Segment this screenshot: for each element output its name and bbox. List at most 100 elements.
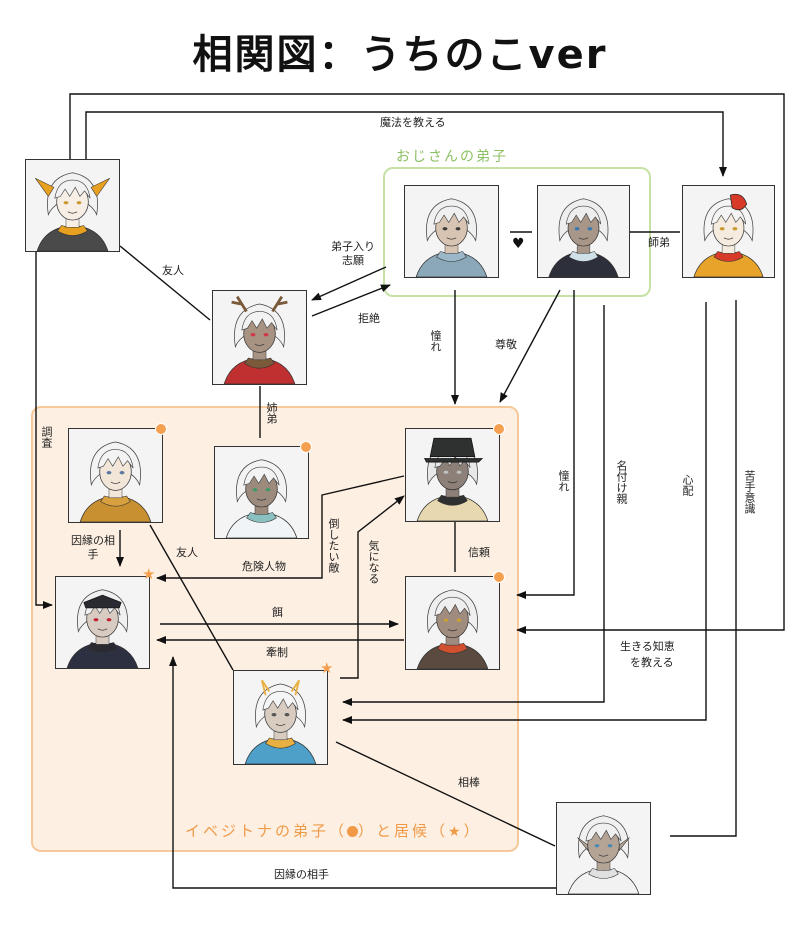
portrait-art [26,160,119,251]
portrait-eye-right [119,471,125,475]
label-aibou: 相棒 [458,776,480,789]
portrait-crown[interactable] [55,576,150,669]
portrait-ears [577,837,630,852]
portrait-closed[interactable] [233,670,328,765]
portrait-mouth [578,237,589,240]
portrait-mouth [447,629,458,632]
wire-yuujin-mid [149,524,234,671]
portrait-eye-left [443,470,449,474]
label-shitei-right: 師弟 [648,236,670,249]
label-akogare-1: 憧れ [429,330,442,352]
portrait-eye-left [443,618,449,622]
label-kininaru: 気になる [367,540,380,584]
label-shinrai: 信頼 [468,546,490,559]
portrait-mouth [110,481,121,484]
portrait-eye-right [456,618,462,622]
label-shitei-mid: 姉弟 [265,402,278,424]
label-kiken: 危険人物 [242,560,286,573]
label-chousa: 調査 [40,426,53,448]
portrait-eye-right [607,844,613,848]
wire-taoshitai [156,475,405,582]
wire-aibou [335,741,556,847]
portrait-eye-right [76,201,82,205]
portrait-ponytail[interactable] [214,446,309,539]
portrait-art [683,186,774,277]
portrait-mouth [446,237,457,240]
portrait-eye-left [442,227,448,231]
group-deshi-label-suffix: ） [463,822,482,840]
label-shinpai: 心配 [681,474,694,496]
portrait-mouth [275,723,286,726]
group-ojisan-label: おじさんの弟子 [396,149,508,165]
label-innen-1: 因縁の相手 [71,534,115,561]
portrait-bird[interactable] [25,159,120,252]
group-deshi-label: イベジトナの弟子（）と居候（★） [185,820,482,841]
badge-circle-icon [300,441,312,453]
portrait-bangs [97,449,134,469]
portrait-bangs [54,179,91,199]
portrait-longhair[interactable] [68,428,163,523]
wire-nazuke [342,305,605,706]
portrait-eye-right [284,713,290,717]
label-sonkei: 尊敬 [495,338,517,351]
label-innen-2: 因縁の相手 [274,868,329,881]
group-deshi-label-prefix: イベジトナの弟子（ [185,822,348,840]
portrait-eye-right [587,227,593,231]
portrait-elf[interactable] [556,802,651,895]
portrait-art [56,577,149,668]
badge-star-icon: ★ [448,824,464,840]
portrait-eye-left [106,471,112,475]
label-kensei: 牽制 [266,646,288,659]
label-mahou: 魔法を教える [380,116,446,129]
portrait-ojisan-b[interactable] [537,185,630,278]
label-yuujin-mid: 友人 [176,546,198,559]
portrait-bangs [433,205,470,225]
portrait-art [406,577,499,669]
wire-yuujin-top [119,245,211,321]
portrait-bangs [241,311,278,331]
portrait-eye-left [252,488,258,492]
wire-nigate [670,300,737,837]
badge-circle-icon [493,571,505,583]
portrait-eye-left [574,227,580,231]
wire-mahou-inner [85,111,727,177]
portrait-ojisan-a[interactable] [404,185,499,278]
portrait-eye-left [93,618,99,622]
portrait-eye-right [265,488,271,492]
portrait-mask[interactable] [682,185,775,278]
portrait-hat[interactable] [405,428,500,522]
portrait-mouth [723,237,734,240]
portrait-art [215,447,308,538]
portrait-mouth [67,211,78,214]
wire-chousa [35,252,53,609]
portrait-crown [83,594,122,609]
label-kyozetsu: 拒絶 [358,312,380,325]
portrait-bangs [262,691,299,711]
portrait-eye-right [455,227,461,231]
badge-circle-icon [347,826,359,837]
label-nazuke: 名付け親 [615,460,628,504]
portrait-eye-right [732,227,738,231]
portrait-bangs [434,596,471,617]
portrait-art [69,429,162,522]
portrait-art [405,186,498,277]
label-akogare-2: 憧れ [557,470,570,492]
portrait-ears [35,177,110,197]
label-shigan: 弟子入り志願 [331,240,375,267]
portrait-deer[interactable] [212,290,307,385]
wire-akogare-2 [516,290,575,599]
wire-shigan [311,266,387,301]
portrait-ornament [260,679,301,696]
portrait-mask [729,193,748,211]
portrait-scarf[interactable] [405,576,500,670]
portrait-eye-right [456,470,462,474]
portrait-bangs [243,466,280,486]
portrait-eye-right [263,333,269,337]
portrait-eye-right [106,618,112,622]
label-esa: 餌 [272,606,283,619]
portrait-art [234,671,327,764]
label-ikiru-1: 生きる知恵 [620,640,675,653]
portrait-bangs [585,822,622,842]
wire-innen-2 [169,656,556,889]
